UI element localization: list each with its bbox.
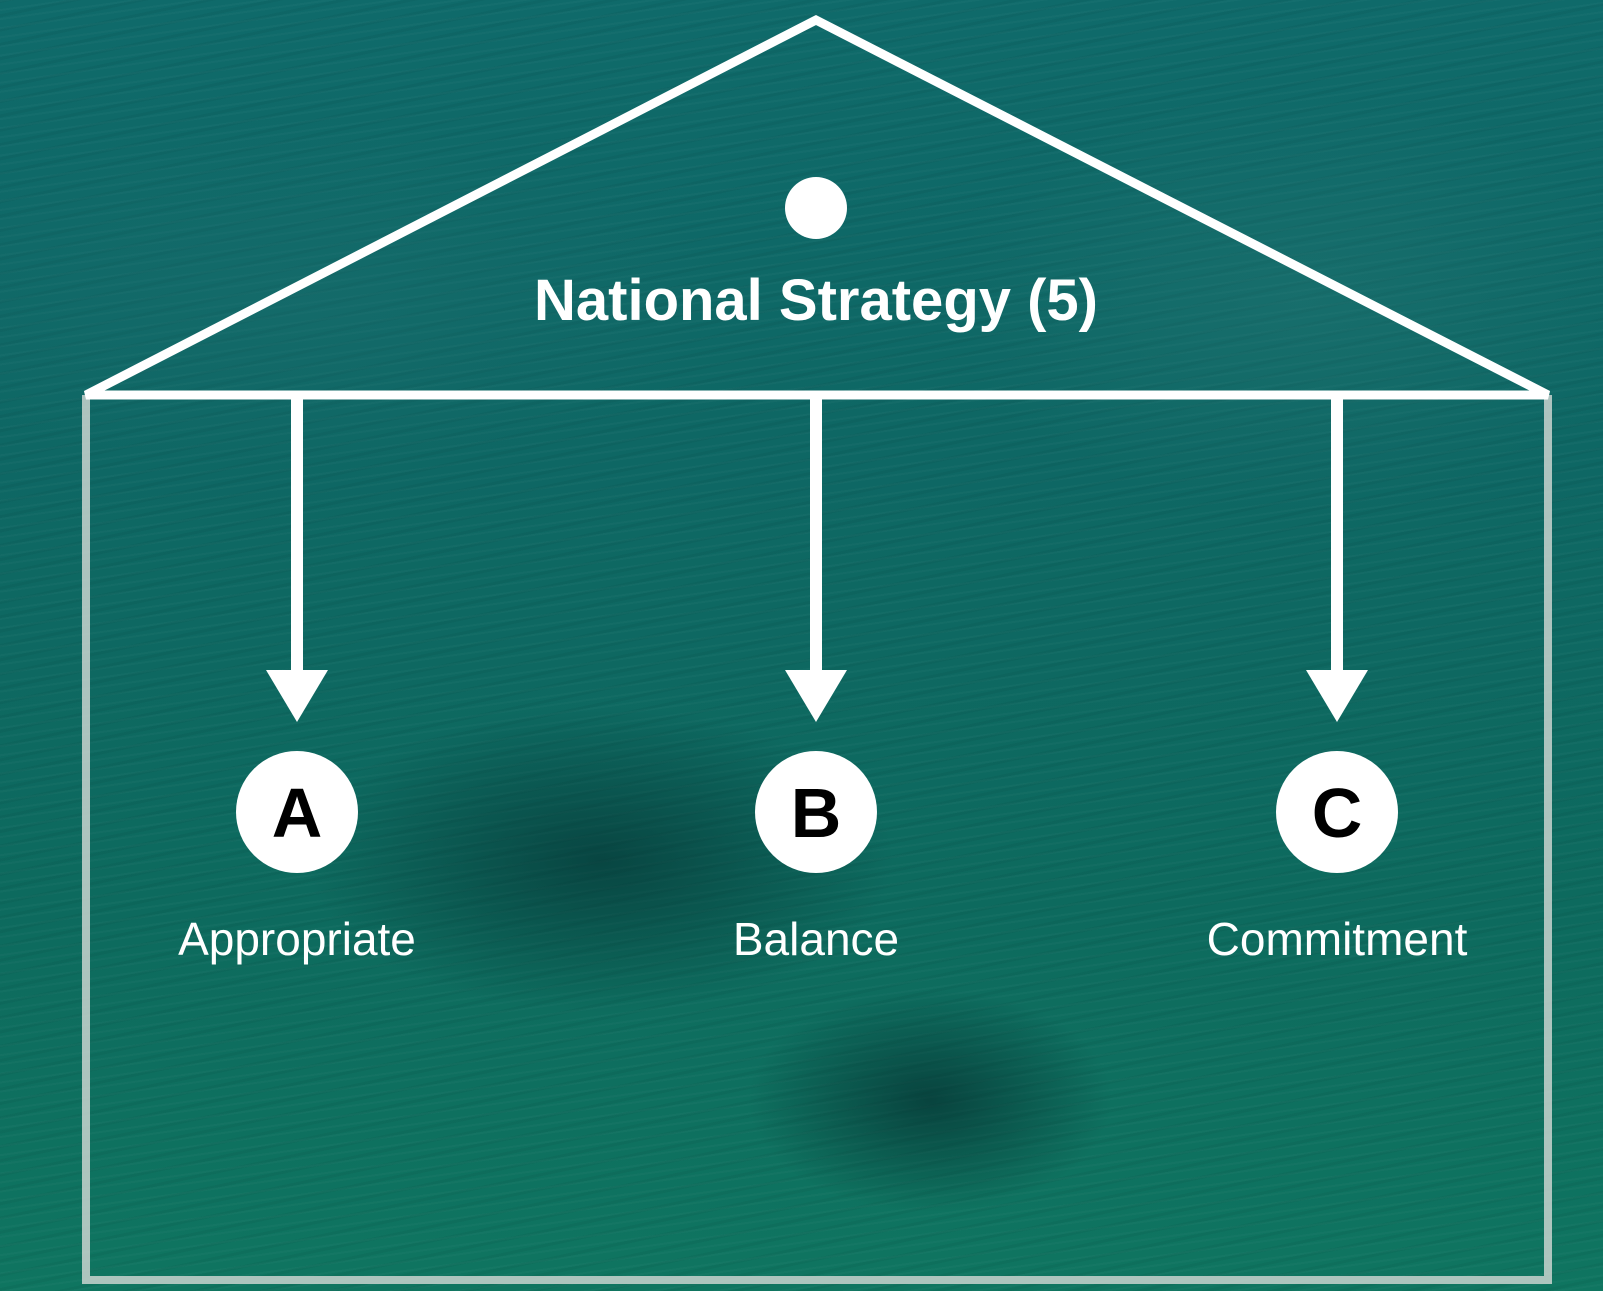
letter-c: C — [1312, 774, 1363, 852]
letter-circle-a — [236, 751, 358, 873]
arrow-c — [1306, 395, 1368, 722]
label-balance: Balance — [733, 913, 899, 965]
item-b: B Balance — [733, 751, 899, 965]
letter-a: A — [272, 774, 323, 852]
letter-b: B — [791, 774, 842, 852]
arrow-a — [266, 395, 328, 722]
letter-circle-b — [755, 751, 877, 873]
label-commitment: Commitment — [1207, 913, 1468, 965]
item-a: A Appropriate — [178, 751, 416, 965]
diagram-title: National Strategy (5) — [534, 268, 1098, 333]
roof-dot — [785, 177, 847, 239]
item-c: C Commitment — [1207, 751, 1468, 965]
label-appropriate: Appropriate — [178, 913, 416, 965]
house-frame — [82, 395, 1552, 1284]
letter-circle-c — [1276, 751, 1398, 873]
arrow-b — [785, 395, 847, 722]
